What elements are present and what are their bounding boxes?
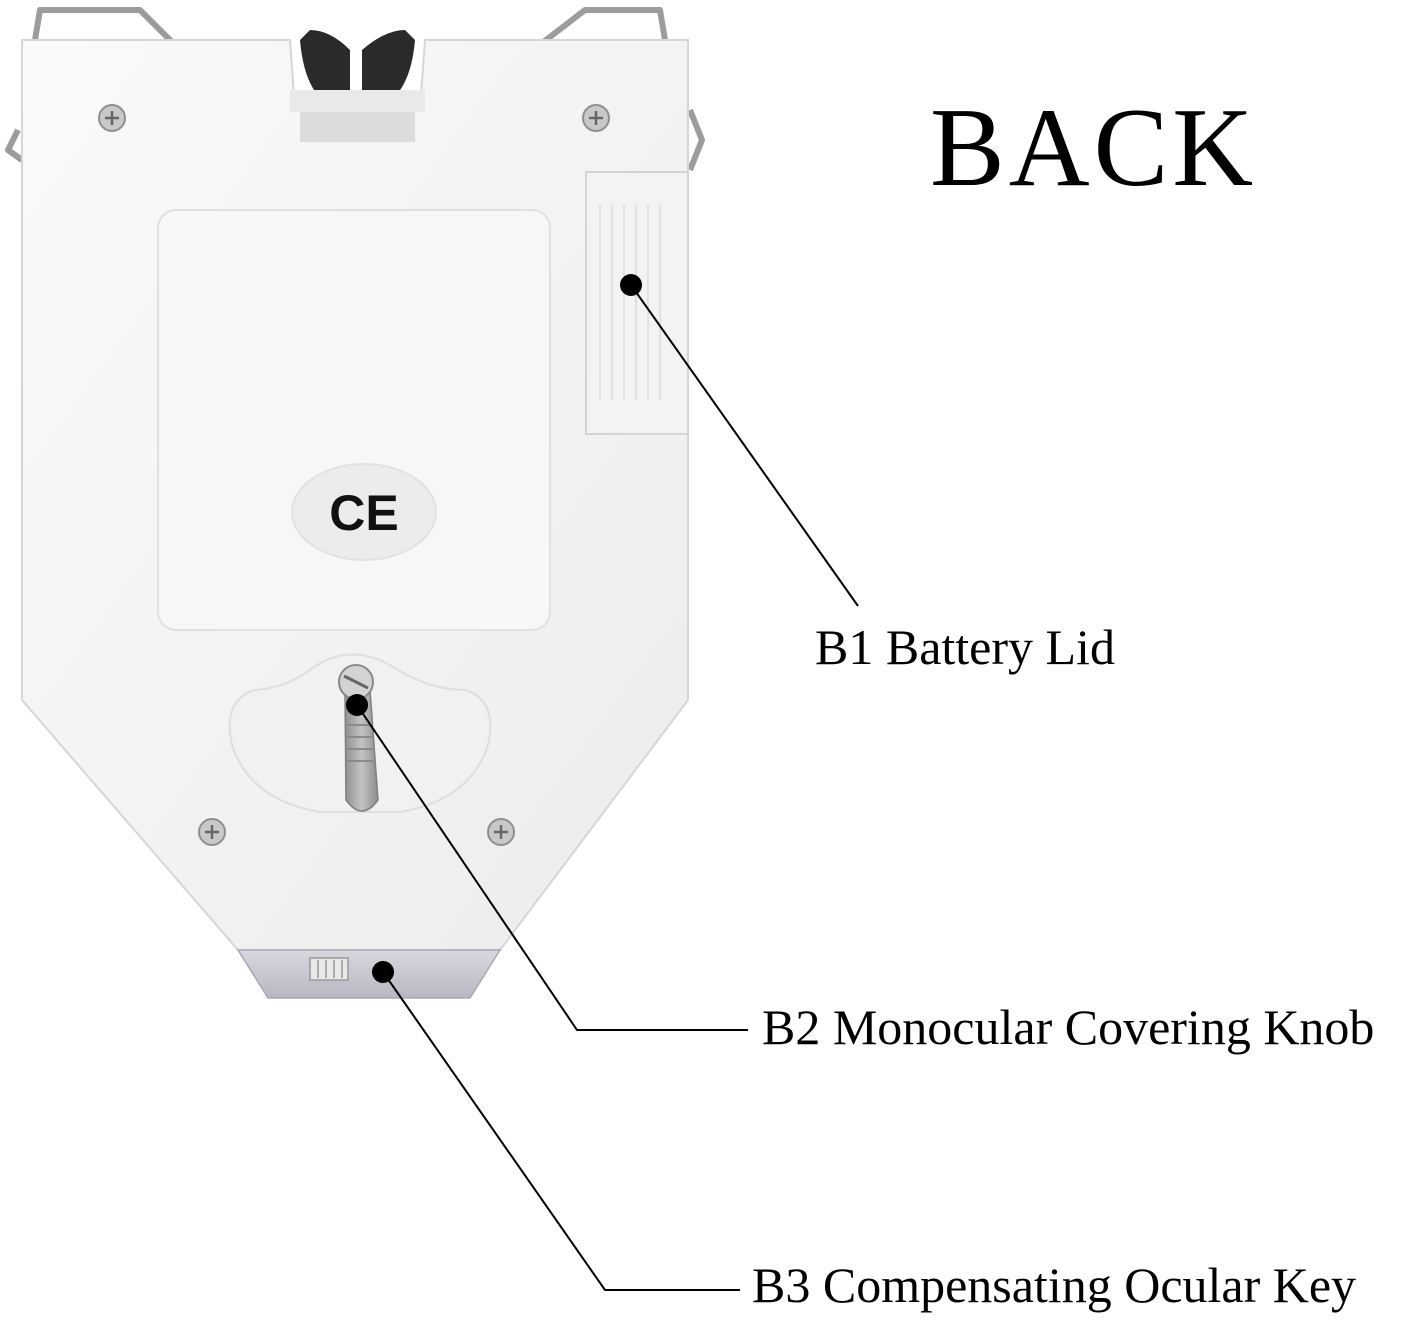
- ce-mark: CE: [329, 485, 398, 541]
- leader-line-b3: [382, 971, 740, 1291]
- leader-line-b1: [630, 284, 859, 607]
- screw-icon: [582, 104, 610, 132]
- screw-icon: [198, 818, 226, 846]
- screw-icon: [98, 104, 126, 132]
- monocular-covering-knob: [338, 664, 379, 812]
- screw-icon: [487, 818, 515, 846]
- callout-label-b2: B2 Monocular Covering Knob: [762, 999, 1375, 1055]
- bottom-strip: [236, 949, 502, 999]
- leader-line-b2: [356, 704, 748, 1031]
- callout-label-b1: B1 Battery Lid: [815, 619, 1115, 675]
- ce-mark-badge: [291, 463, 437, 561]
- page-title: BACK: [930, 86, 1258, 210]
- battery-lid: [585, 171, 689, 435]
- callout-label-b3: B3 Compensating Ocular Key: [752, 1257, 1357, 1313]
- nose-pad: [290, 30, 425, 142]
- recessed-panel: [157, 209, 551, 631]
